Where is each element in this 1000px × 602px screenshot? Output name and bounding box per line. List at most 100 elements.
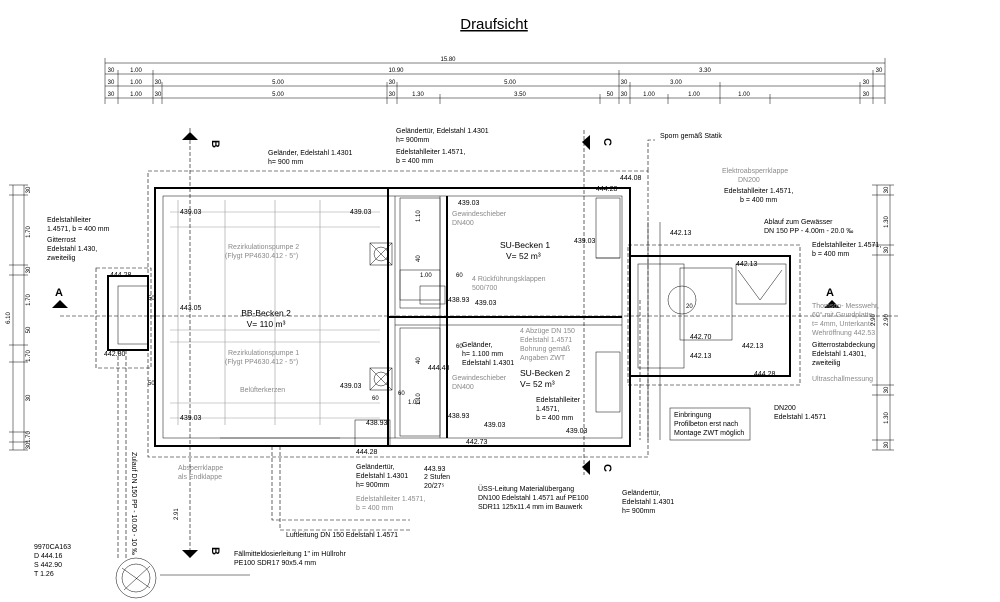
dim-label: 30	[26, 394, 32, 401]
dim-label: 1.70	[26, 431, 32, 443]
label-railing-left-h: h= 900 mm	[268, 159, 303, 166]
dim-label: 30	[884, 246, 890, 253]
top-dimension-chains: 15.80 30 1.00 10.90 3.30 30 30 1.00 30 5…	[104, 57, 886, 104]
label-note-3: Montage ZWT möglich	[674, 430, 744, 437]
bb-tank-name: BB-Becken 2	[241, 308, 291, 318]
small-dimensions: 1.10 40 1.00 60 40 1.10 60 60 1.00 60 50…	[148, 210, 693, 520]
label-grate-mat: Edelstahl 1.430,	[47, 246, 97, 253]
level-mark: 442.13	[736, 261, 758, 268]
label-pump-1: Rezirkulationspumpe 1	[228, 350, 299, 357]
label-gate-right-h: h= 900mm	[622, 508, 655, 515]
pipes	[117, 300, 641, 576]
label-grate-cover: Gitterrostabdeckung	[812, 342, 875, 349]
level-mark: 442.70	[690, 334, 712, 341]
level-mark: 438.93	[448, 413, 470, 420]
dim-label: 60	[456, 344, 463, 350]
bb-tank-volume: V= 110 m³	[247, 319, 286, 329]
label-shutoff-valve: Absperrklappe	[178, 465, 223, 472]
dim-label: 30	[108, 80, 115, 86]
label-grate-two: zweiteilig	[47, 255, 76, 262]
level-mark: 442.73	[466, 439, 488, 446]
left-dimension-chain: 30 1.70 30 1.70 50 1.70 30 1.70 30 6.10	[6, 184, 32, 451]
dim-label: 30	[621, 80, 628, 86]
label-pump-2-model: (Flygt PP4630.412 - 5°)	[225, 252, 298, 260]
label-ladder-su2-mat: 1.4571,	[536, 406, 559, 413]
label-gate-valve-1-dn: DN400	[452, 220, 474, 227]
level-mark: 444.28	[754, 371, 776, 378]
level-mark: 442.13	[742, 343, 764, 350]
dim-label: 30	[108, 68, 115, 74]
label-gate-right-mat: Edelstahl 1.4301	[622, 499, 674, 506]
dim-label: 30	[389, 92, 396, 98]
label-outlets-ref: Angaben ZWT	[520, 355, 566, 362]
elevation-marks: 439.03 439.03 439.03 439.03 439.03 439.0…	[104, 175, 776, 473]
dim-label: 1.30	[412, 92, 424, 98]
dim-label: 1.70	[26, 350, 32, 362]
dim-label: 1.10	[416, 393, 422, 405]
label-drain: Ablauf zum Gewässer	[764, 219, 833, 226]
dim-label: 30	[26, 266, 32, 273]
label-railing-mid-h: h= 1.100 mm	[462, 351, 503, 358]
label-ladder-right: Edelstahlleiter 1.4571,	[724, 188, 793, 195]
dim-label: 1.30	[884, 412, 890, 424]
label-dn200-mat: Edelstahl 1.4571	[774, 414, 826, 421]
dim-label: 30	[884, 186, 890, 193]
dim-label: 30	[876, 68, 883, 74]
label-gate-valve-1: Gewindeschieber	[452, 211, 507, 218]
dim-label: 30	[389, 80, 396, 86]
level-mark: 439.03	[484, 422, 506, 429]
level-mark: 439.03	[566, 428, 588, 435]
su2-tank-name: SU-Becken 2	[520, 368, 570, 378]
level-mark: 439.03	[350, 209, 372, 216]
label-outlets-bore: Bohrung gemäß	[520, 346, 570, 353]
label-shutoff-valve-2: als Endklappe	[178, 474, 222, 481]
label-steps: 2 Stufen	[424, 474, 450, 481]
dim-label: 2.91	[174, 508, 180, 520]
label-electric-valve-dn: DN200	[738, 177, 760, 184]
label-gate-valve-2-dn: DN400	[452, 384, 474, 391]
su2-tank-volume: V= 52 m³	[520, 379, 555, 389]
label-spur: Sporn gemäß Statik	[660, 133, 722, 140]
label-ladder-top-b: b = 400 mm	[396, 158, 433, 165]
label-shaft-d: D 444.16	[34, 553, 63, 560]
label-gate-top-h: h= 900mm	[396, 137, 429, 144]
level-mark: 439.03	[475, 300, 497, 307]
dim-label: 60	[456, 273, 463, 279]
label-dosing-line: Fällmitteldosierleitung 1" im Hüllrohr	[234, 551, 346, 558]
dim-label: 30	[621, 92, 628, 98]
label-overflow: ÜSS-Leitung Materialübergang	[478, 485, 574, 493]
section-a-right: A	[826, 287, 834, 299]
su1-tank-volume: V= 52 m³	[506, 251, 541, 261]
section-markers: B B C C A A	[52, 128, 900, 560]
aerator-grid	[170, 200, 380, 425]
dim-total-height: 6.10	[6, 312, 12, 324]
label-dosing-line-2: PE100 SDR17 90x5.4 mm	[234, 560, 316, 567]
dim-label: 60	[372, 396, 379, 402]
dim-label: 5.00	[504, 80, 516, 86]
dim-label: 30	[863, 92, 870, 98]
level-mark: 439.03	[180, 209, 202, 216]
label-air-line: Luftleitung DN 150 Edelstahl 1.4571	[286, 532, 398, 539]
dim-label: 1.00	[130, 68, 142, 74]
label-ladder-top: Edelstahlleiter 1.4571,	[396, 149, 465, 156]
dim-label: 1.00	[420, 273, 432, 279]
dim-label: 20	[686, 304, 693, 310]
label-gate-valve-2: Gewindeschieber	[452, 375, 507, 382]
label-gate-right: Geländertür,	[622, 490, 661, 497]
dim-label: 30	[863, 80, 870, 86]
dim-label: 10.90	[388, 68, 404, 74]
outlet-chambers	[629, 222, 791, 441]
inlet-chamber	[107, 275, 149, 351]
dim-label: 2.90	[871, 314, 877, 326]
dim-total-width: 15.80	[440, 57, 456, 63]
label-electric-valve: Elektroabsperrklappe	[722, 168, 788, 175]
label-gate-top: Geländertür, Edelstahl 1.4301	[396, 128, 489, 135]
label-gate-bottom-h: h= 900mm	[356, 482, 389, 489]
drawing-title: Draufsicht	[460, 16, 528, 33]
dim-label: 60	[398, 391, 405, 397]
level-mark: 439.03	[574, 238, 596, 245]
label-outlets-mat: Edelstahl 1.4571	[520, 337, 572, 344]
section-c-bottom: C	[601, 464, 613, 472]
dim-label: 1.00	[130, 92, 142, 98]
label-ladder-su2-b: b = 400 mm	[536, 415, 573, 422]
